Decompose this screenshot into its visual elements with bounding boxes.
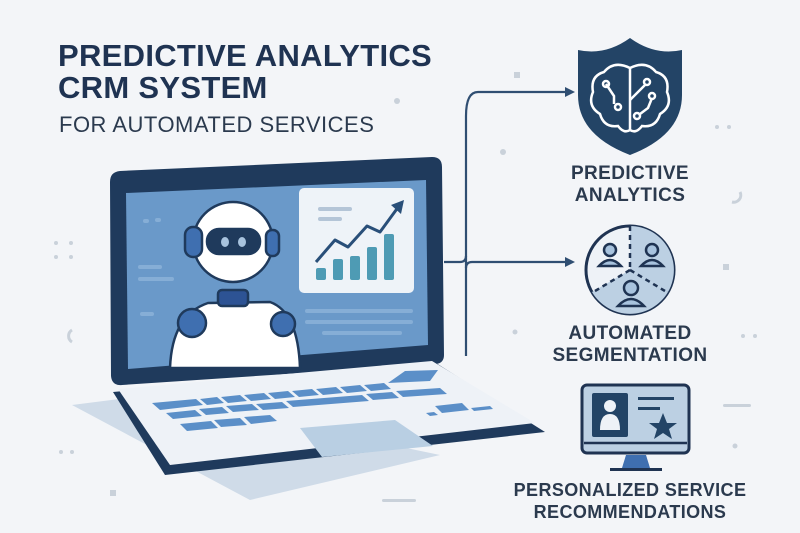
keyboard-keys [152,370,493,431]
brain-shield-icon [578,38,682,155]
arrow-head-icon [565,257,575,267]
page-subtitle: FOR AUTOMATED SERVICES [59,112,375,137]
feature-label-predictive-analytics: PREDICTIVE ANALYTICS [570,163,690,206]
feature-label-personalized-recommendations: PERSONALIZED SERVICE RECOMMENDATIONS [513,480,747,522]
trackpad [300,420,433,457]
feature-label-automated-segmentation: AUTOMATED SEGMENTATION [552,323,708,366]
trend-line [314,205,401,263]
laptop-keyboard-deck [118,361,535,465]
connector-arrows [444,90,568,356]
title-line-2: CRM SYSTEM [58,70,268,105]
arrow-head-icon [565,87,575,97]
robot-icon [168,200,302,370]
decorative-dots [54,72,757,502]
decorative-arc [67,328,73,344]
profile-monitor-star-icon [580,383,691,471]
page-title: PREDICTIVE ANALYTICS CRM SYSTEM [58,40,432,104]
trend-arrow-icon [391,200,404,214]
segmented-users-icon [584,224,676,316]
laptop [110,157,545,475]
bar-chart [316,234,394,280]
title-line-1: PREDICTIVE ANALYTICS [58,38,433,73]
